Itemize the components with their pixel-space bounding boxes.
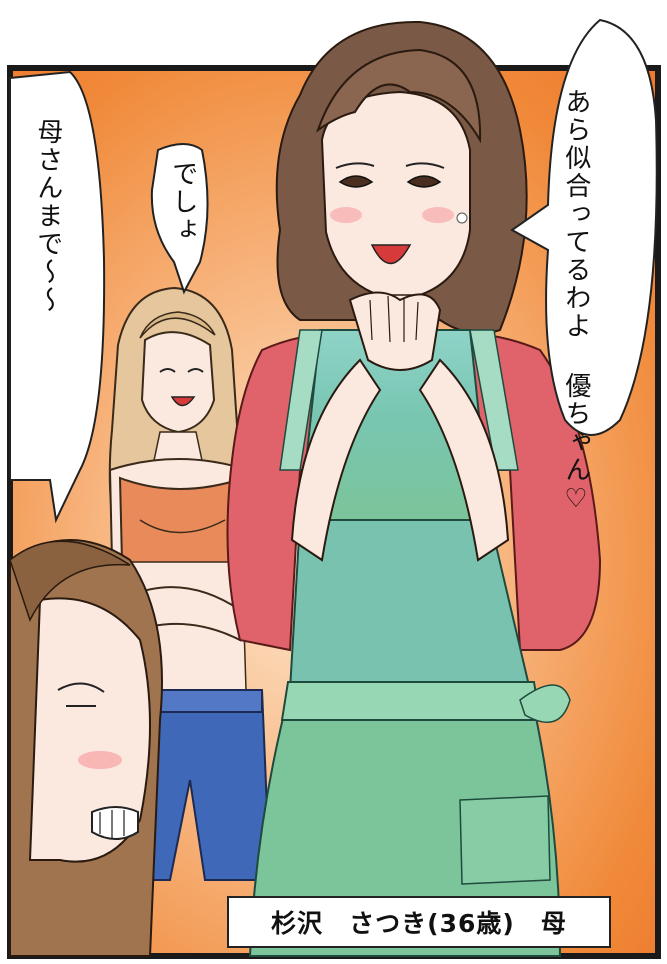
mother-speech-text: あら似合ってるわよ 優ちゃん♡: [560, 88, 591, 516]
sister-speech-text: でしょ: [167, 160, 198, 244]
foreground-character: [9, 539, 163, 957]
mother-figure: [226, 20, 602, 957]
mother-speech-line-1: あら似合ってるわよ: [560, 88, 591, 340]
bubble-sister-shape: [150, 143, 209, 295]
bubble-left-shape: [9, 70, 106, 524]
mother-speech-line-2: 優ちゃん♡: [560, 372, 591, 516]
character-caption-box: 杉沢 さつき(36歳) 母: [227, 896, 611, 948]
left-speech-text: 母さんまで〜〜: [32, 118, 63, 314]
bubble-mother-shape: [510, 18, 658, 436]
character-caption: 杉沢 さつき(36歳) 母: [271, 909, 567, 938]
